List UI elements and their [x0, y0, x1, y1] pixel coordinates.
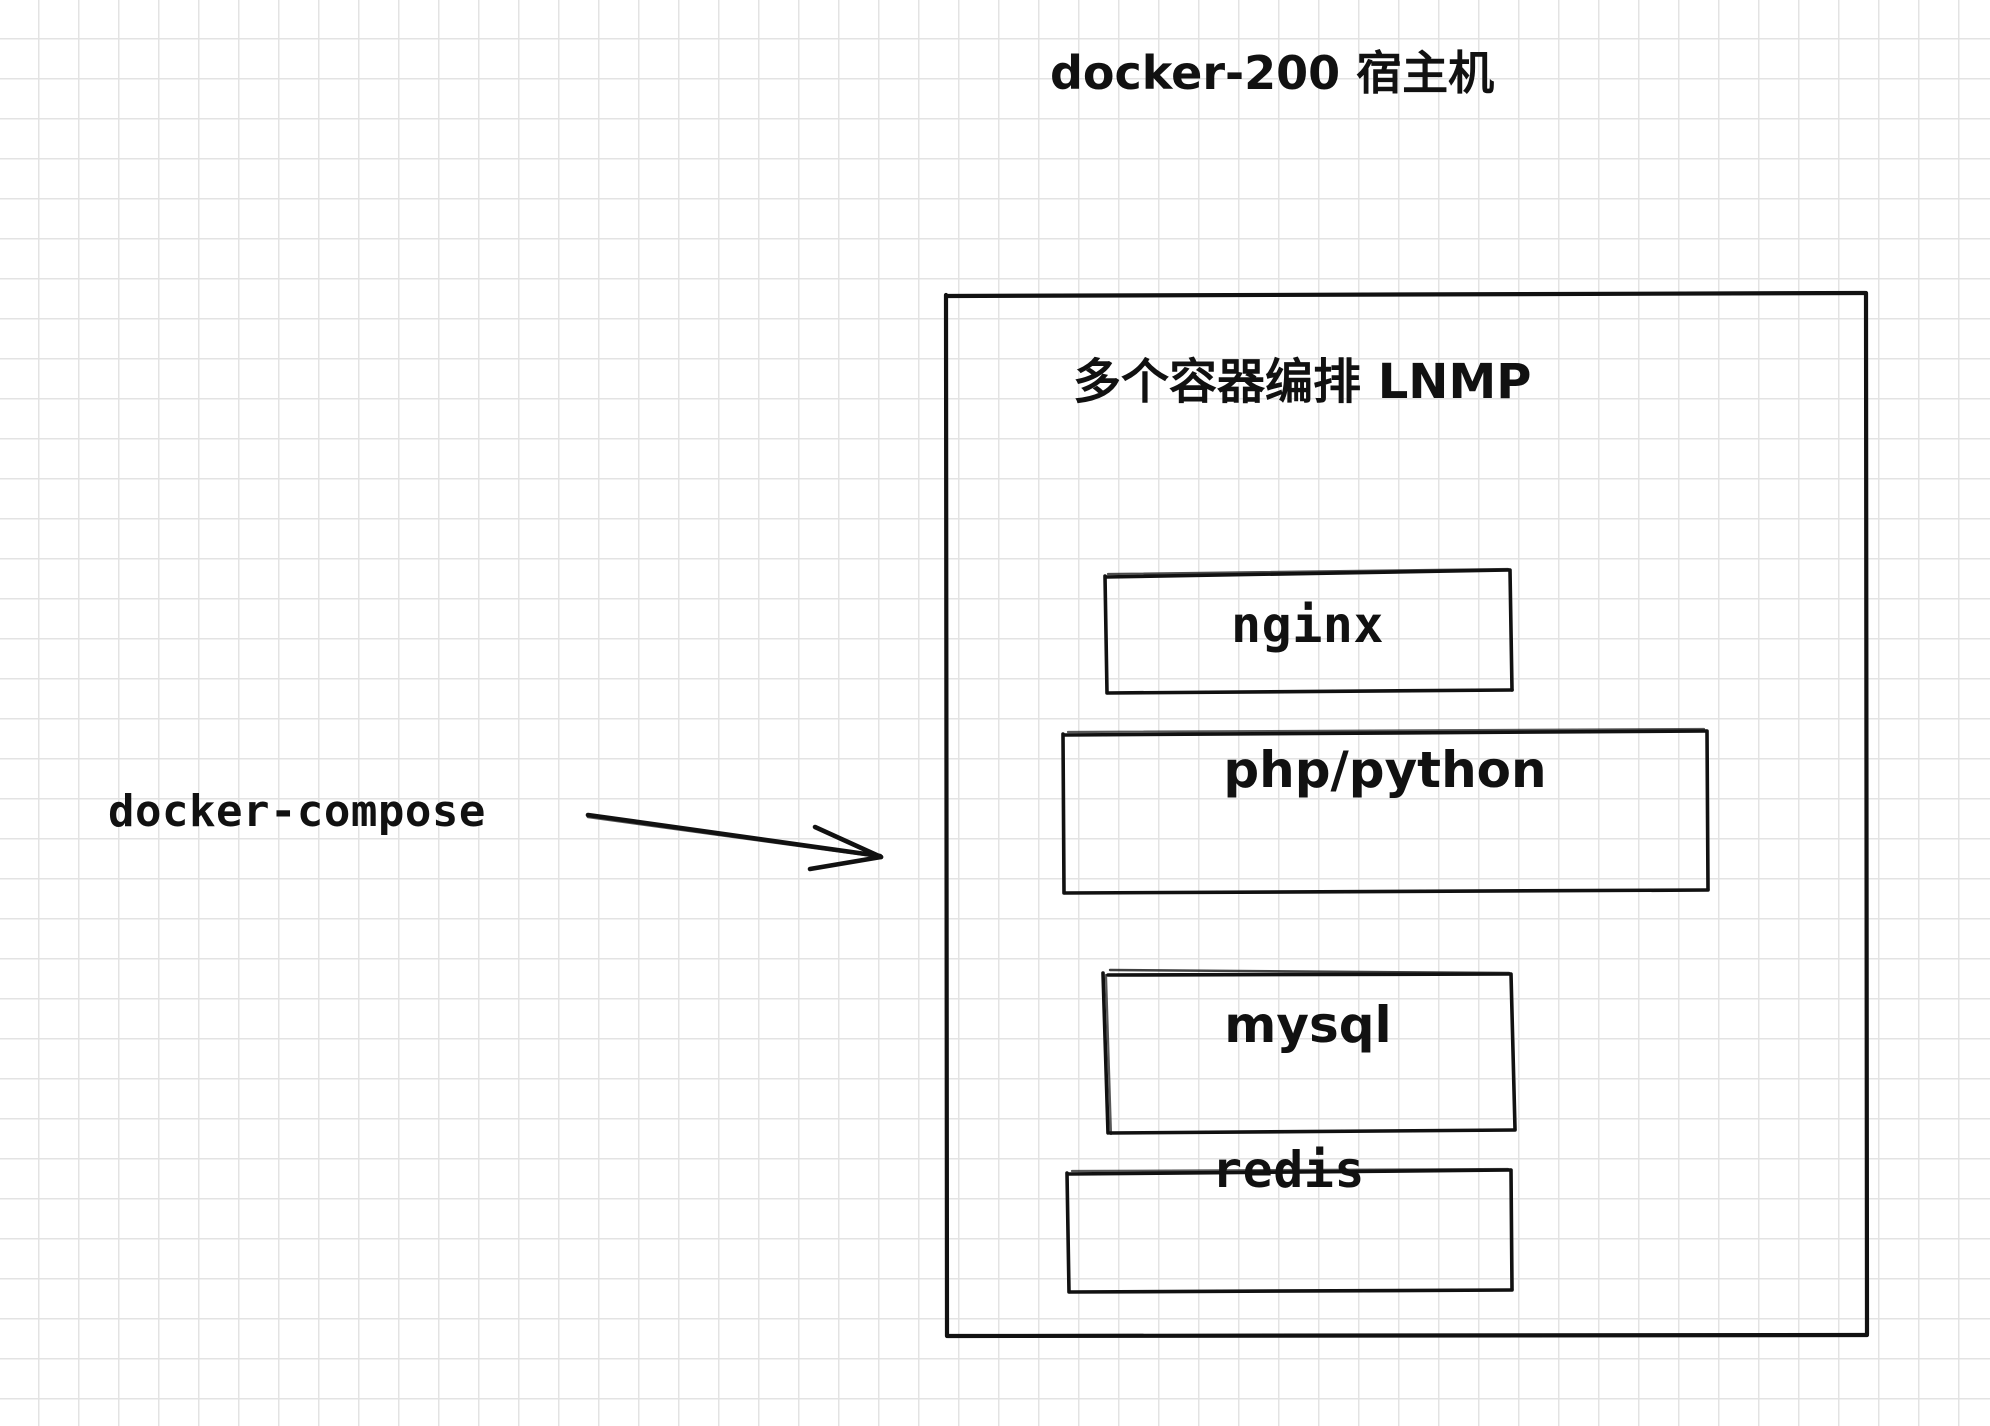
page-title: docker-200 宿主机	[1050, 46, 1495, 100]
container-label-php-python: php/python	[1223, 741, 1547, 799]
docker-compose-label: docker-compose	[108, 786, 486, 837]
container-label-nginx: nginx	[1230, 596, 1384, 654]
container-label-mysql: mysql	[1224, 996, 1392, 1054]
docker-compose-arrow	[585, 812, 884, 872]
orchestration-title: 多个容器编排 LNMP	[1073, 354, 1532, 410]
container-label-redis: redis	[1211, 1141, 1365, 1199]
